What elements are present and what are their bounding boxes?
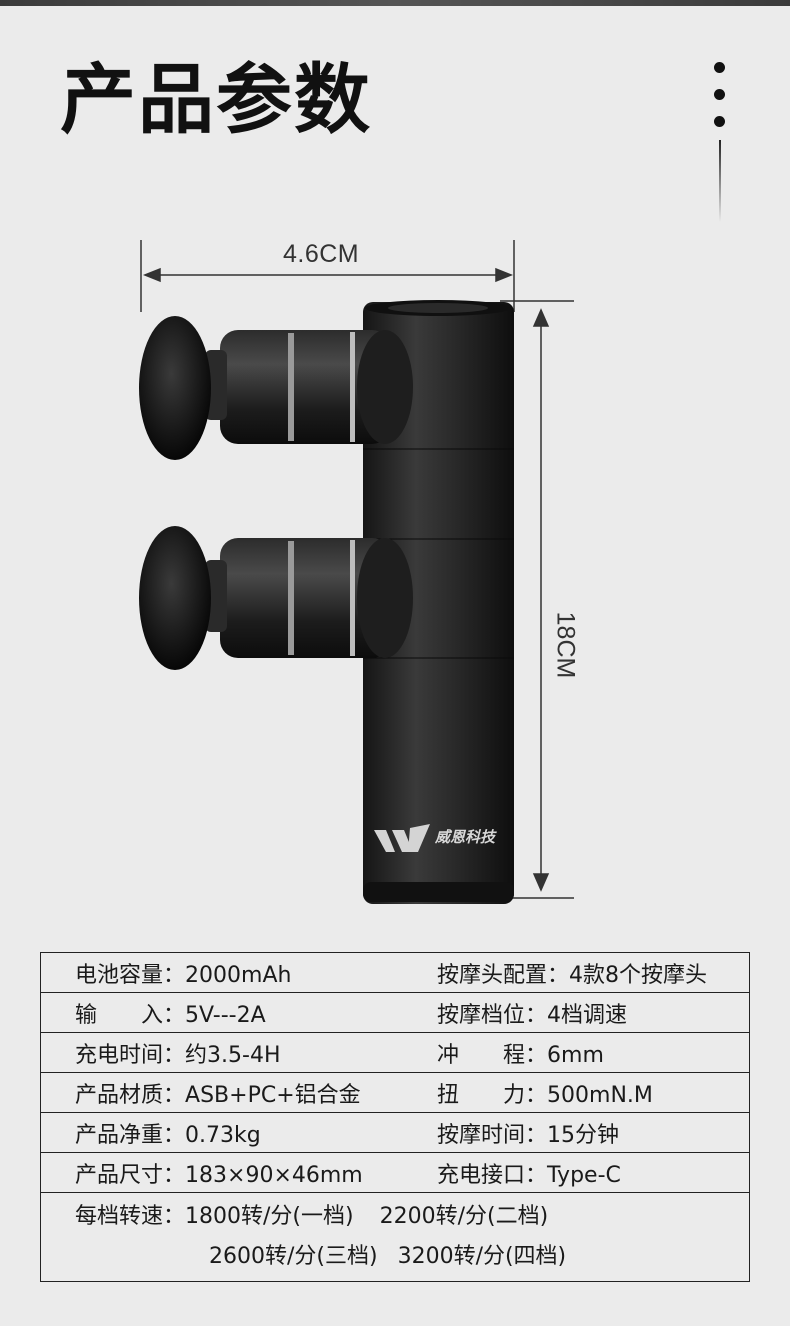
spec-separator: ： xyxy=(547,962,570,988)
spec-label: 按摩档位 xyxy=(437,1002,526,1028)
speed-cell: 每档转速：1800转/分(一档) 2200转/分(二档)2600转/分(三档) 32… xyxy=(40,1192,750,1282)
spec-label: 扭 力 xyxy=(437,1082,526,1108)
spec-separator: ： xyxy=(525,1042,548,1068)
spec-value: 2000mAh xyxy=(185,962,292,988)
spec-value: 6mm xyxy=(547,1042,604,1068)
spec-label: 按摩时间 xyxy=(437,1122,526,1148)
spec-cell-right: 按摩时间：15分钟 xyxy=(437,1112,750,1153)
speed-line-1: 每档转速：1800转/分(一档) 2200转/分(二档) xyxy=(75,1197,749,1237)
spec-separator: ： xyxy=(525,1162,548,1188)
w-logo-icon xyxy=(374,824,430,852)
device-body xyxy=(363,302,514,904)
spec-label: 电池容量 xyxy=(75,962,164,988)
spec-cell-right: 按摩档位：4档调速 xyxy=(437,992,750,1033)
spec-cell-right: 扭 力：500mN.M xyxy=(437,1072,750,1113)
brand-name: 威恩科技 xyxy=(435,828,496,846)
spec-separator: ： xyxy=(163,1122,186,1148)
decorative-line xyxy=(719,140,721,222)
spec-value: 4档调速 xyxy=(547,1002,628,1028)
spec-separator: ： xyxy=(163,1002,186,1028)
spec-value: 约3.5-4H xyxy=(185,1042,281,1068)
spec-cell-right: 按摩头配置：4款8个按摩头 xyxy=(437,952,750,993)
product-image xyxy=(139,240,574,904)
width-dimension-line xyxy=(140,240,515,312)
speed-line-2: 2600转/分(三档) 3200转/分(四档) xyxy=(75,1237,749,1277)
spec-cell-right: 冲 程：6mm xyxy=(437,1032,750,1073)
spec-label: 每档转速 xyxy=(75,1204,164,1229)
lower-massage-head xyxy=(139,526,413,670)
top-bar xyxy=(0,0,790,6)
spec-value: 5V---2A xyxy=(185,1002,266,1028)
spec-value: Type-C xyxy=(547,1162,621,1188)
spec-value: 4款8个按摩头 xyxy=(569,962,708,988)
spec-label: 充电接口 xyxy=(437,1162,526,1188)
spec-label: 产品尺寸 xyxy=(75,1162,164,1188)
spec-label: 产品材质 xyxy=(75,1082,164,1108)
speed-gear-4: 3200转/分(四档) xyxy=(397,1244,567,1269)
spec-label: 按摩头配置 xyxy=(437,962,548,988)
spec-value: 15分钟 xyxy=(547,1122,620,1148)
spec-cell-left: 产品尺寸：183×90×46mm xyxy=(40,1152,437,1193)
speed-gear-2: 2200转/分(二档) xyxy=(379,1204,549,1229)
spec-cell-left: 输 入：5V---2A xyxy=(40,992,437,1033)
spec-cell-left: 产品材质：ASB+PC+铝合金 xyxy=(40,1072,437,1113)
spec-cell-left: 产品净重：0.73kg xyxy=(40,1112,437,1153)
spec-value: 500mN.M xyxy=(547,1082,653,1108)
speed-gear-1: 1800转/分(一档) xyxy=(185,1204,354,1229)
spec-separator: ： xyxy=(525,1122,548,1148)
spec-cell-left: 电池容量：2000mAh xyxy=(40,952,437,993)
spec-separator: ： xyxy=(163,1204,186,1229)
spec-cell-left: 充电时间：约3.5-4H xyxy=(40,1032,437,1073)
spec-value: 183×90×46mm xyxy=(185,1162,363,1188)
spec-value: ASB+PC+铝合金 xyxy=(185,1082,361,1108)
upper-massage-head xyxy=(139,316,413,460)
width-dimension-label: 4.6CM xyxy=(283,240,360,268)
page-title: 产品参数 xyxy=(60,55,372,144)
spec-separator: ： xyxy=(525,1002,548,1028)
speed-gear-3: 2600转/分(三档) xyxy=(209,1244,378,1269)
spec-label: 充电时间 xyxy=(75,1042,164,1068)
spec-separator: ： xyxy=(163,1082,186,1108)
spec-separator: ： xyxy=(163,962,186,988)
spec-separator: ： xyxy=(163,1042,186,1068)
spec-label: 产品净重 xyxy=(75,1122,164,1148)
spec-row-speed: 每档转速：1800转/分(一档) 2200转/分(二档)2600转/分(三档) 32… xyxy=(40,1192,750,1282)
spec-separator: ： xyxy=(163,1162,186,1188)
spec-value: 0.73kg xyxy=(185,1122,261,1148)
spec-separator: ： xyxy=(525,1082,548,1108)
spec-row: 产品材质：ASB+PC+铝合金扭 力：500mN.M xyxy=(40,1072,750,1113)
more-dots-icon xyxy=(713,62,727,143)
spec-label: 输 入 xyxy=(75,1002,164,1028)
spec-cell-right: 充电接口：Type-C xyxy=(437,1152,750,1193)
spec-label: 冲 程 xyxy=(437,1042,526,1068)
